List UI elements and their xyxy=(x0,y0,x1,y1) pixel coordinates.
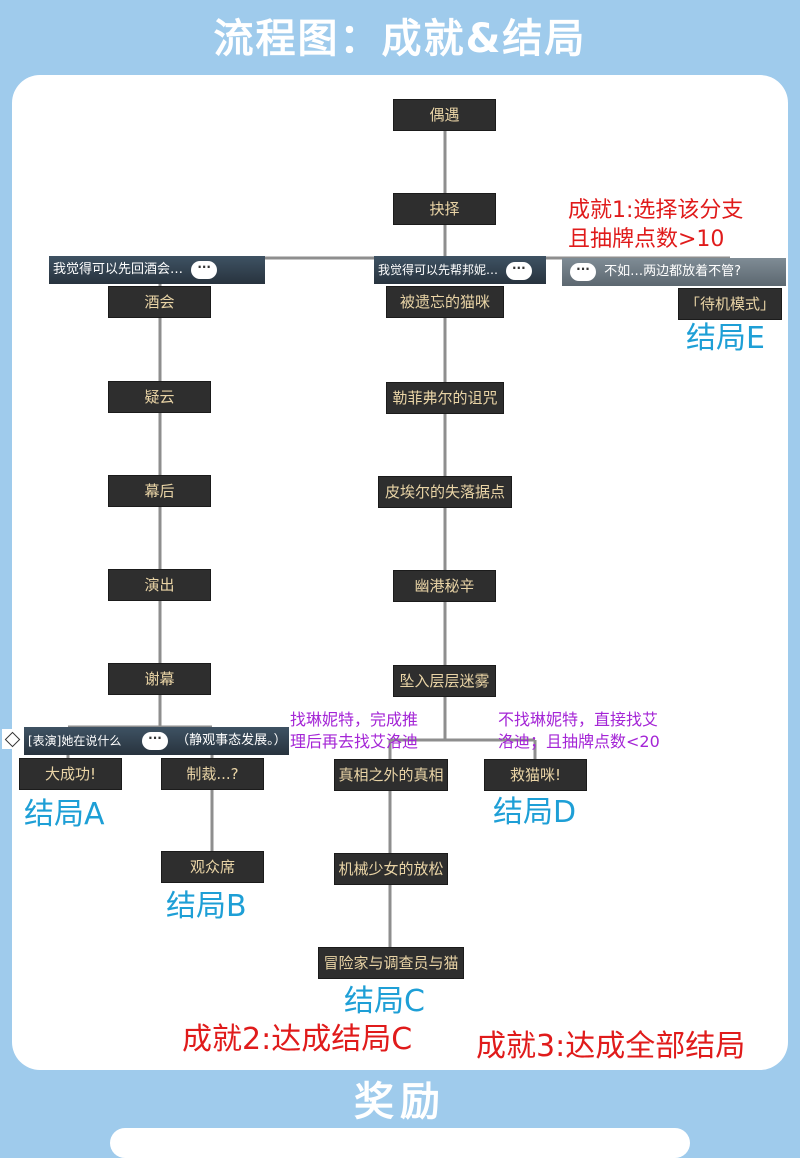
achievement-2: 成就2:达成结局C xyxy=(182,1022,413,1057)
node-great-success: 大成功! xyxy=(19,758,122,790)
page-title: 流程图：成就&结局 xyxy=(213,16,587,62)
note-line: 不找琳妮特，直接找艾 xyxy=(498,710,659,729)
choice-ignore-both[interactable]: ··· 不如…两边都放着不管? xyxy=(562,258,786,286)
note-line: 洛迪；且抽牌点数<20 xyxy=(498,732,660,751)
node-sanction: 制裁...? xyxy=(161,758,264,790)
choice-performance-talk[interactable]: [表演]她在说什么 xyxy=(24,727,135,755)
node-fall-into-mist: 坠入层层迷雾 xyxy=(393,665,496,697)
choice-help-linnie[interactable]: 我觉得可以先帮邦妮… ··· xyxy=(374,256,546,284)
ending-c-label: 结局C xyxy=(344,984,425,1019)
achievement-1: 成就1:选择该分支 且抽牌点数>10 xyxy=(568,196,743,254)
node-encounter: 偶遇 xyxy=(393,99,496,131)
ending-b-label: 结局B xyxy=(166,889,247,924)
node-save-cat: 救猫咪! xyxy=(484,759,587,791)
chat-bubble-icon: ··· xyxy=(570,262,596,281)
node-curtain-call: 谢幕 xyxy=(108,663,211,695)
node-pierre-hideout: 皮埃尔的失落据点 xyxy=(378,476,512,508)
choice-return-banquet[interactable]: 我觉得可以先回酒会… ··· xyxy=(49,256,265,284)
node-lefever-curse: 勒菲弗尔的诅咒 xyxy=(386,382,504,414)
ending-d-label: 结局D xyxy=(493,795,577,830)
ending-e-label: 结局E xyxy=(686,321,765,356)
chat-bubble-icon: ··· xyxy=(505,261,532,280)
note-left-route: 找琳妮特，完成推 理后再去找艾洛迪 xyxy=(290,709,418,753)
achievement-line: 且抽牌点数>10 xyxy=(568,227,725,252)
node-backstage: 幕后 xyxy=(108,475,211,507)
choice-label: 我觉得可以先回酒会… xyxy=(53,262,184,277)
ending-a-label: 结局A xyxy=(24,797,105,832)
node-mech-girl: 机械少女的放松 xyxy=(334,853,448,885)
node-truth-beyond: 真相之外的真相 xyxy=(334,759,448,791)
node-choice: 抉择 xyxy=(393,193,496,225)
achievement-3: 成就3:达成全部结局 xyxy=(476,1029,746,1064)
node-doubt: 疑云 xyxy=(108,381,211,413)
node-performance: 演出 xyxy=(108,569,211,601)
note-line: 找琳妮特，完成推 xyxy=(290,710,419,729)
reward-title: 奖励 xyxy=(354,1079,446,1125)
choice-label: 不如…两边都放着不管? xyxy=(604,264,742,279)
node-audience: 观众席 xyxy=(161,851,264,883)
node-adventurer: 冒险家与调查员与猫 xyxy=(318,947,464,979)
node-harbor-secret: 幽港秘辛 xyxy=(393,570,496,602)
chat-bubble-icon: ··· xyxy=(191,260,218,279)
choice-label: （静观事态发展。） xyxy=(176,733,287,748)
chat-bubble-icon: ··· xyxy=(142,731,168,750)
note-right-route: 不找琳妮特，直接找艾 洛迪；且抽牌点数<20 xyxy=(498,709,660,753)
note-line: 理后再去找艾洛迪 xyxy=(290,732,419,751)
node-standby: 「待机模式」 xyxy=(678,288,782,320)
node-banquet: 酒会 xyxy=(108,286,211,318)
node-forgotten-cat: 被遗忘的猫咪 xyxy=(386,286,504,318)
choice-label: 我觉得可以先帮邦妮… xyxy=(378,263,499,277)
achievement-line: 成就1:选择该分支 xyxy=(568,198,744,223)
choice-label: [表演]她在说什么 xyxy=(28,734,122,748)
diamond-icon xyxy=(2,729,22,749)
choice-observe[interactable]: ··· （静观事态发展。） xyxy=(134,727,289,755)
